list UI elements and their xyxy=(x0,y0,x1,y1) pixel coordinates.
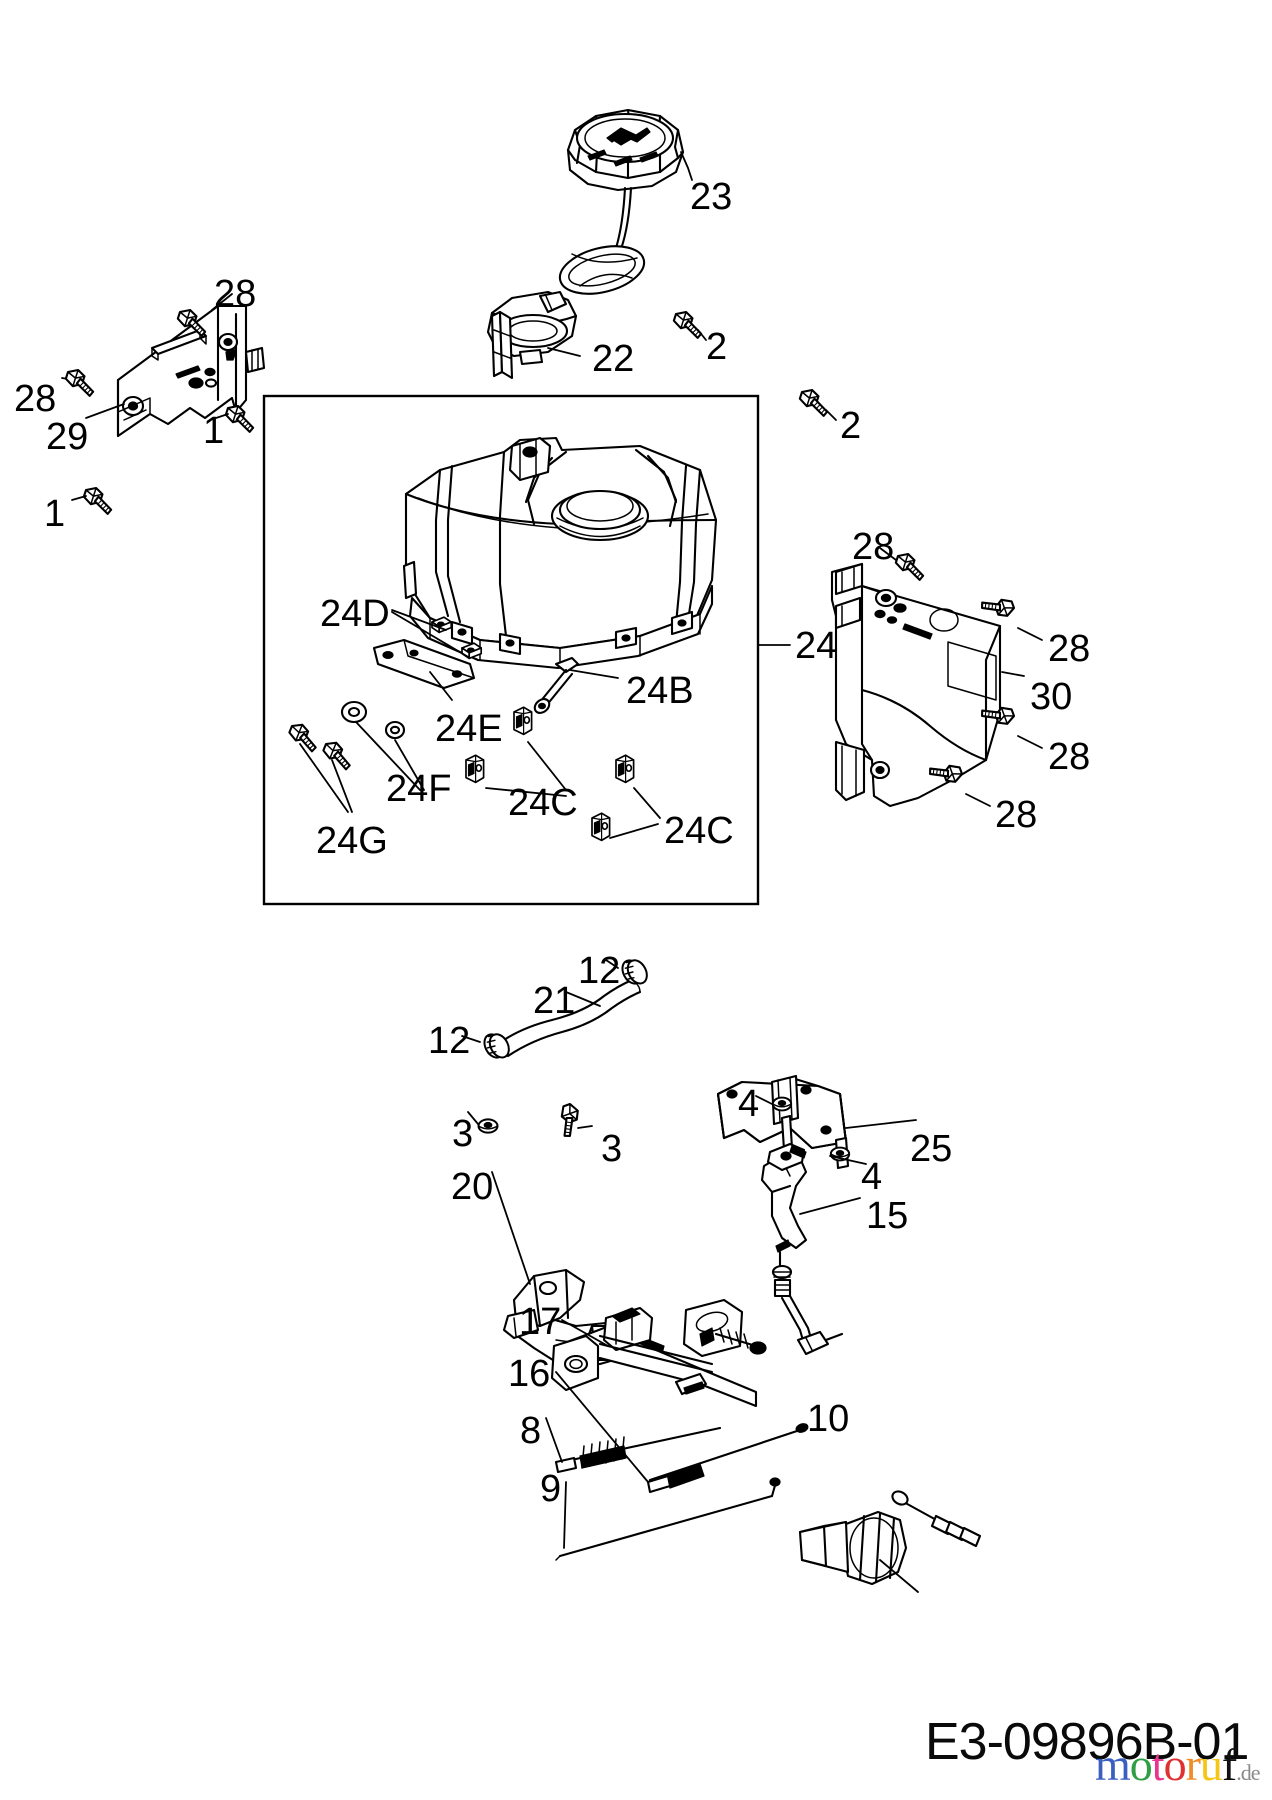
callout-22: 22 xyxy=(592,338,635,380)
callout-30: 30 xyxy=(1030,676,1073,718)
callout-21: 21 xyxy=(533,980,576,1022)
callout-3-a: 3 xyxy=(452,1113,474,1155)
part-24C-clip-a xyxy=(513,706,533,736)
leader-24C-d xyxy=(609,823,659,839)
callout-25: 25 xyxy=(910,1128,953,1170)
watermark-letter: o xyxy=(1163,1739,1187,1790)
callout-12-b: 12 xyxy=(428,1020,471,1062)
callout-1-a: 1 xyxy=(203,410,225,452)
watermark-letter: r xyxy=(1185,1739,1201,1790)
callout-24B: 24B xyxy=(626,670,694,712)
watermark-letter: m xyxy=(1095,1739,1131,1790)
watermark-suffix: .de xyxy=(1236,1760,1260,1785)
callout-15: 15 xyxy=(866,1195,909,1237)
callout-24C-a: 24C xyxy=(508,782,578,824)
group-box-24 xyxy=(262,394,760,906)
callout-24E: 24E xyxy=(435,708,503,750)
part-1-screw-a xyxy=(215,402,260,434)
callout-2-a: 2 xyxy=(706,326,728,368)
part-10-ignition-key xyxy=(798,1510,919,1593)
part-24E-strap xyxy=(372,638,476,701)
callout-28-a: 28 xyxy=(214,273,257,315)
callout-28-f: 28 xyxy=(995,794,1038,836)
callout-24F: 24F xyxy=(386,768,452,810)
part-28-screw-r2 xyxy=(979,591,1043,641)
part-25-bracket xyxy=(716,1074,917,1170)
part-24C-clip-b xyxy=(465,754,485,784)
part-23-fuel-cap xyxy=(558,108,693,295)
callout-9: 9 xyxy=(540,1468,562,1510)
callout-12-a: 12 xyxy=(578,950,621,992)
part-2-screw-upper xyxy=(670,308,708,341)
part-24B-fitting xyxy=(533,656,619,714)
leader-24F-a xyxy=(355,721,421,791)
part-24F-washer-b xyxy=(384,720,406,740)
part-30-right-panel xyxy=(830,562,1025,808)
part-24G-bolt-a xyxy=(284,720,323,754)
part-24-fuel-tank xyxy=(402,436,718,670)
part-28-screw-r4 xyxy=(927,757,991,807)
callout-24D: 24D xyxy=(320,593,390,635)
callout-24C-b: 24C xyxy=(664,810,734,852)
part-4-nut-a xyxy=(755,1095,793,1112)
part-2-screw-right xyxy=(796,386,837,421)
part-3-bolt xyxy=(553,1101,593,1139)
callout-28-d: 28 xyxy=(1048,628,1091,670)
callout-17: 17 xyxy=(519,1301,562,1343)
leader-24C-b xyxy=(485,787,567,797)
part-24G-bolt-b xyxy=(318,738,357,772)
part-9-rod xyxy=(555,1477,781,1561)
part-1-screw-b xyxy=(71,484,118,516)
part-15-control-lever xyxy=(760,1142,861,1250)
part-29-left-panel xyxy=(61,293,266,438)
part-16-cable xyxy=(555,1371,809,1494)
callout-28-b: 28 xyxy=(14,378,57,420)
motoruf-watermark: motoruf.de xyxy=(1095,1738,1260,1791)
part-24F-washer-a xyxy=(340,700,368,724)
callout-24: 24 xyxy=(795,625,838,667)
callout-29: 29 xyxy=(46,416,89,458)
callout-4-a: 4 xyxy=(738,1083,760,1125)
watermark-letter: t xyxy=(1151,1739,1165,1790)
diagram-code: E3-09896B-01 xyxy=(925,1713,1249,1771)
part-12-clamp-upper xyxy=(605,955,652,988)
leader-24G-a xyxy=(299,743,349,813)
part-28-screw-r1 xyxy=(879,547,930,582)
leader-24C-c xyxy=(633,787,661,819)
callout-3-b: 3 xyxy=(601,1128,623,1170)
part-24C-clip-d xyxy=(591,812,611,842)
part-28-screw-panel-left xyxy=(62,366,100,398)
leader-24G-b xyxy=(331,759,353,813)
leader-24D-a xyxy=(391,609,447,631)
callout-10: 10 xyxy=(807,1398,850,1440)
watermark-letter: f xyxy=(1221,1739,1237,1790)
part-24C-clip-c xyxy=(615,754,635,784)
part-22-filler-shroud xyxy=(486,290,581,380)
part-12-clamp-lower xyxy=(461,1029,514,1062)
callout-1-b: 1 xyxy=(44,493,66,535)
part-4-nut-b xyxy=(829,1146,867,1165)
part-17-control-assembly xyxy=(550,1298,767,1408)
watermark-letter: o xyxy=(1129,1739,1153,1790)
part-3-nut xyxy=(467,1111,499,1134)
callout-20: 20 xyxy=(451,1166,494,1208)
watermark-letter: u xyxy=(1199,1739,1223,1790)
callout-8: 8 xyxy=(520,1410,542,1452)
part-linkage-rod xyxy=(771,1239,844,1356)
callout-28-c: 28 xyxy=(852,526,895,568)
leader-24C-a xyxy=(527,741,567,791)
part-28-screw-r3 xyxy=(979,699,1043,749)
callout-2-b: 2 xyxy=(840,405,862,447)
callout-23: 23 xyxy=(690,176,733,218)
part-fuel-pin xyxy=(891,1490,982,1548)
leader-24F-b xyxy=(394,739,425,791)
callout-16: 16 xyxy=(508,1353,551,1395)
callout-24G: 24G xyxy=(316,820,388,862)
part-8-spring xyxy=(545,1417,722,1474)
leader-24D-b xyxy=(391,611,471,659)
callout-4-b: 4 xyxy=(861,1156,883,1198)
callout-28-e: 28 xyxy=(1048,736,1091,778)
